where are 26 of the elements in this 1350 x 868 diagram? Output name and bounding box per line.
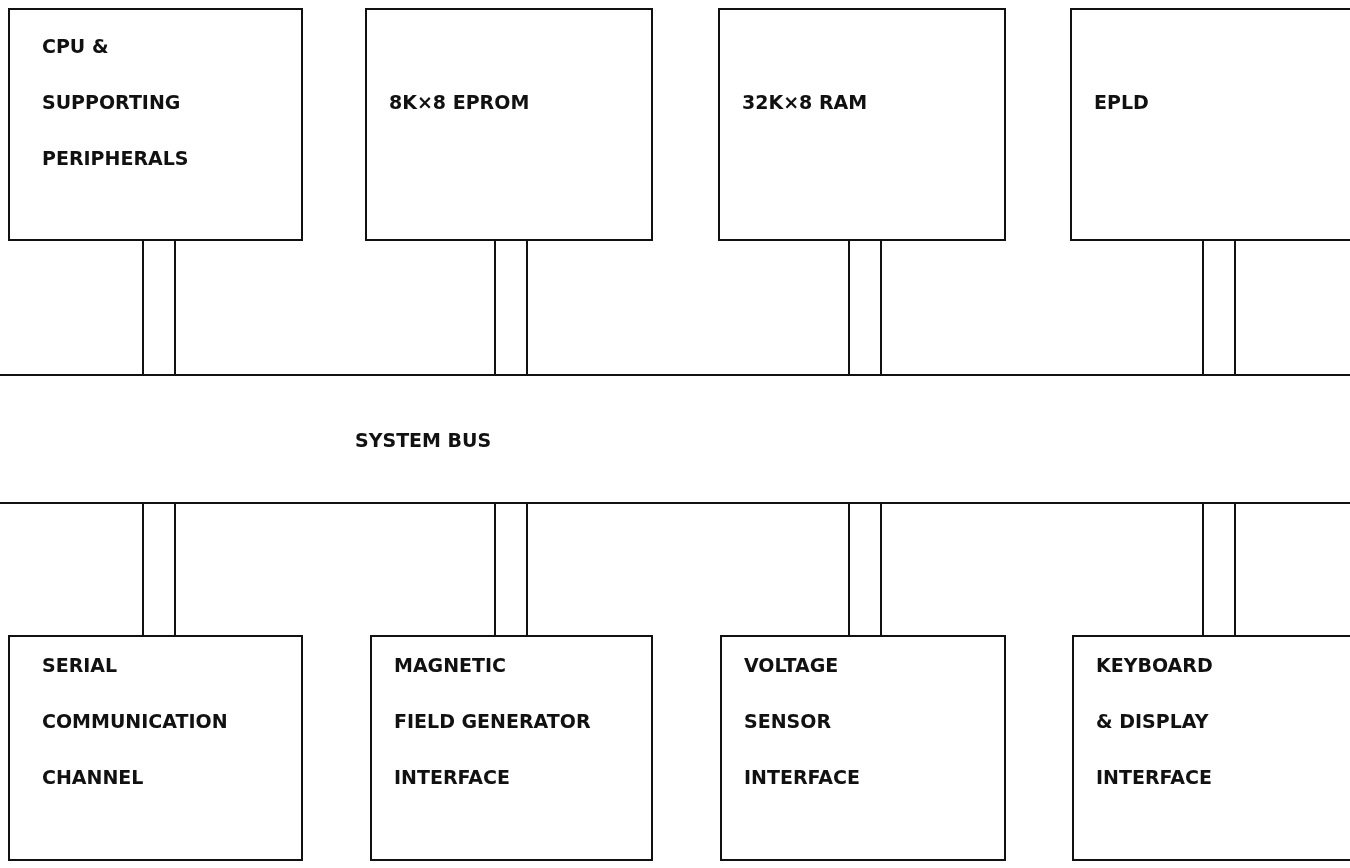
bus-connector xyxy=(1202,503,1236,636)
component-box xyxy=(718,8,1006,241)
system-bus-band xyxy=(0,374,1350,504)
component-box xyxy=(8,635,303,861)
component-box xyxy=(370,635,653,861)
bus-connector xyxy=(142,503,176,636)
component-box xyxy=(1070,8,1350,241)
bus-connector xyxy=(848,240,882,375)
component-label: 32K×8 RAM xyxy=(742,90,868,115)
bus-connector xyxy=(1202,240,1236,375)
component-box xyxy=(8,8,303,241)
component-box xyxy=(720,635,1006,861)
bus-connector xyxy=(494,503,528,636)
component-label: KEYBOARD & DISPLAY INTERFACE xyxy=(1096,653,1213,790)
component-label: CPU & SUPPORTING PERIPHERALS xyxy=(42,34,189,171)
component-label: VOLTAGE SENSOR INTERFACE xyxy=(744,653,860,790)
component-box xyxy=(365,8,653,241)
component-box xyxy=(1072,635,1350,861)
bus-connector xyxy=(494,240,528,375)
component-label: 8K×8 EPROM xyxy=(389,90,530,115)
component-label: SERIAL COMMUNICATION CHANNEL xyxy=(42,653,228,790)
bus-connector xyxy=(142,240,176,375)
component-label: MAGNETIC FIELD GENERATOR INTERFACE xyxy=(394,653,591,790)
bus-label: SYSTEM BUS xyxy=(355,428,492,453)
component-label: EPLD xyxy=(1094,90,1149,115)
bus-connector xyxy=(848,503,882,636)
